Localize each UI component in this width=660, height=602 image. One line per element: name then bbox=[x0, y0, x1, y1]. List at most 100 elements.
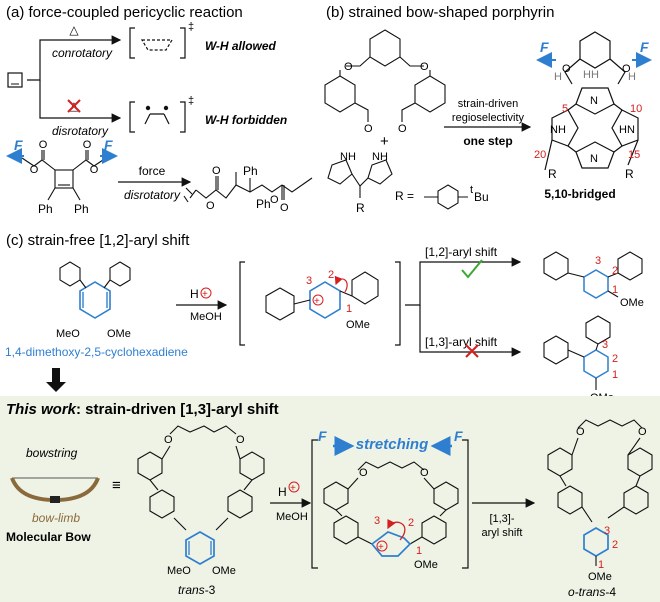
dipyrromethane bbox=[327, 159, 393, 198]
svg-text:O: O bbox=[562, 63, 571, 75]
svg-text:3: 3 bbox=[604, 525, 610, 537]
svg-text:O: O bbox=[83, 139, 92, 151]
svg-text:NH: NH bbox=[372, 151, 388, 163]
o-trans-4-label: o-trans-4 bbox=[568, 585, 616, 599]
svg-text:15: 15 bbox=[628, 149, 640, 161]
svg-text:O: O bbox=[344, 61, 353, 73]
svg-text:2: 2 bbox=[328, 269, 334, 281]
panel-d-background bbox=[0, 396, 660, 602]
bow-limb-label: bow-limb bbox=[32, 511, 80, 525]
panel-d-title: This work: strain-driven [1,3]-aryl shif… bbox=[6, 401, 279, 418]
svg-text:O: O bbox=[420, 467, 429, 479]
stretching-label: stretching bbox=[356, 436, 429, 453]
force-F-left-b: F bbox=[540, 39, 549, 55]
svg-text:MeOH: MeOH bbox=[276, 511, 308, 523]
regioselectivity-label: regioselectivity bbox=[452, 112, 525, 124]
svg-text:N: N bbox=[590, 95, 598, 107]
down-arrow-icon bbox=[46, 368, 66, 392]
svg-text:1: 1 bbox=[416, 545, 422, 557]
shift-label-2: aryl shift bbox=[482, 527, 523, 539]
panel-a: (a) force-coupled pericyclic reaction △ … bbox=[6, 4, 313, 216]
svg-text:‡: ‡ bbox=[188, 95, 194, 107]
panel-b: (b) strained bow-shaped porphyrin O O O … bbox=[324, 4, 652, 215]
svg-text:O: O bbox=[206, 200, 215, 212]
product-1-3 bbox=[543, 315, 611, 390]
svg-text:2: 2 bbox=[612, 539, 618, 551]
svg-text:Ph: Ph bbox=[38, 202, 53, 216]
one-step-label: one step bbox=[463, 134, 512, 148]
o-trans-4-molecule bbox=[547, 419, 653, 566]
svg-text:OMe: OMe bbox=[107, 328, 131, 340]
force-F-right-d: F bbox=[454, 428, 463, 444]
panel-d: This work: strain-driven [1,3]-aryl shif… bbox=[6, 401, 653, 599]
svg-text:1: 1 bbox=[612, 284, 618, 296]
svg-text:5: 5 bbox=[562, 103, 568, 115]
svg-text:2: 2 bbox=[612, 265, 618, 277]
trans-3-molecule bbox=[137, 425, 265, 565]
svg-text:20: 20 bbox=[534, 149, 546, 161]
cyclohexadiene-sm bbox=[59, 261, 131, 319]
delta-top: △ bbox=[69, 23, 79, 37]
svg-text:OMe: OMe bbox=[212, 565, 236, 577]
disrotatory-2-label: disrotatory bbox=[124, 188, 181, 202]
svg-text:O: O bbox=[364, 123, 373, 135]
conrotatory-label: conrotatory bbox=[52, 46, 113, 60]
cross-icon bbox=[465, 344, 479, 358]
svg-text:OMe: OMe bbox=[346, 319, 370, 331]
svg-text:‡: ‡ bbox=[188, 21, 194, 33]
force-F-right-b: F bbox=[640, 39, 649, 55]
check-icon bbox=[461, 259, 483, 279]
svg-text:OMe: OMe bbox=[588, 571, 612, 583]
molecular-bow-label: Molecular Bow bbox=[6, 530, 91, 544]
bridged-porphyrin bbox=[544, 31, 639, 171]
product-5-10-bridged: 5,10-bridged bbox=[544, 187, 615, 201]
strain-driven-label: strain-driven bbox=[458, 98, 519, 110]
plus-sign: + bbox=[380, 133, 389, 150]
svg-text:H: H bbox=[628, 71, 636, 83]
allowed-label: W-H allowed bbox=[205, 39, 277, 53]
svg-text:1: 1 bbox=[346, 303, 352, 315]
svg-text:HN: HN bbox=[619, 124, 635, 136]
equiv-sign: ≡ bbox=[112, 477, 121, 494]
force-label: force bbox=[139, 164, 166, 178]
svg-text:O: O bbox=[420, 61, 429, 73]
svg-text:HH: HH bbox=[583, 69, 599, 81]
disrotatory-label: disrotatory bbox=[52, 124, 109, 138]
svg-text:O: O bbox=[90, 164, 99, 176]
svg-text:10: 10 bbox=[630, 103, 642, 115]
svg-text:NH: NH bbox=[550, 124, 566, 136]
bowstring-label: bowstring bbox=[26, 446, 78, 460]
svg-text:MeO: MeO bbox=[56, 328, 80, 340]
svg-text:+: + bbox=[314, 296, 320, 307]
svg-text:R =: R = bbox=[395, 189, 414, 203]
svg-text:Ph: Ph bbox=[74, 202, 89, 216]
svg-text:3: 3 bbox=[306, 275, 312, 287]
force-F-left-d: F bbox=[318, 428, 327, 444]
svg-text:3: 3 bbox=[602, 339, 608, 351]
svg-text:t: t bbox=[470, 184, 473, 196]
panel-c-title: (c) strain-free [1,2]-aryl shift bbox=[6, 232, 190, 249]
diene-product bbox=[183, 172, 313, 203]
svg-text:R: R bbox=[548, 167, 557, 181]
svg-text:+: + bbox=[290, 483, 296, 494]
svg-text:3: 3 bbox=[595, 255, 601, 267]
bow-icon bbox=[10, 477, 100, 503]
svg-text:OMe: OMe bbox=[620, 297, 644, 309]
svg-text:O: O bbox=[236, 434, 245, 446]
svg-text:O: O bbox=[638, 426, 647, 438]
svg-text:N: N bbox=[590, 153, 598, 165]
svg-text:3: 3 bbox=[374, 515, 380, 527]
svg-text:+: + bbox=[378, 542, 384, 553]
force-F-right: F bbox=[104, 137, 113, 153]
shift-label-1: [1,3]- bbox=[489, 513, 514, 525]
stretched-intermediate: + bbox=[311, 436, 469, 569]
svg-text:H: H bbox=[278, 485, 287, 499]
panel-a-title: (a) force-coupled pericyclic reaction bbox=[6, 4, 243, 21]
svg-text:Ph: Ph bbox=[256, 197, 271, 211]
panel-b-title: (b) strained bow-shaped porphyrin bbox=[326, 4, 554, 21]
svg-text:O: O bbox=[622, 63, 631, 75]
svg-text:H: H bbox=[554, 71, 562, 83]
svg-text:+: + bbox=[202, 289, 208, 300]
svg-text:O: O bbox=[576, 426, 585, 438]
